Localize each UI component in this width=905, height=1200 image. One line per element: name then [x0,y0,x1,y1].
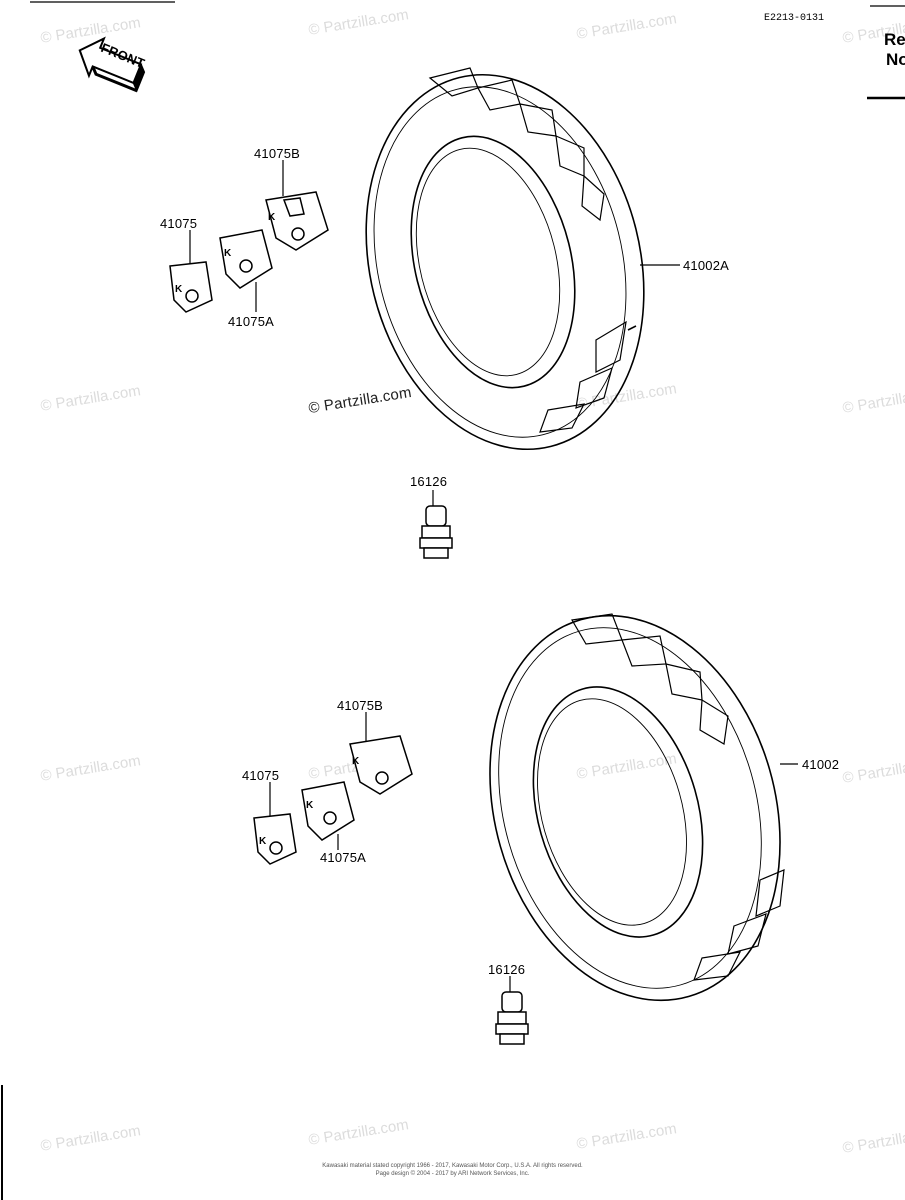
svg-text:K: K [175,284,183,295]
svg-text:K: K [306,800,314,811]
part-label-41002a[interactable]: 41002A [683,258,730,273]
tire-upper [365,67,645,451]
part-label-41002[interactable]: 41002 [802,757,840,772]
front-arrow-icon [78,36,146,93]
svg-text:K: K [224,248,232,259]
tire-lower [489,613,785,1002]
balance-weight-lower-b: K [349,735,413,795]
ref-note-line-2: No [886,50,905,69]
valve-upper [419,505,453,559]
part-label-41075a-upper[interactable]: 41075A [228,314,275,329]
balance-weight-upper: K [169,261,213,313]
part-label-41075-upper[interactable]: 41075 [160,216,198,231]
svg-text:K: K [268,212,276,223]
part-label-16126-upper[interactable]: 16126 [410,474,448,489]
part-label-41075b-lower[interactable]: 41075B [337,698,384,713]
part-label-41075-lower[interactable]: 41075 [242,768,280,783]
balance-weight-lower: K [253,813,297,865]
balance-weight-lower-a: K [301,781,355,841]
diagram-code: E2213-0131 [764,13,825,24]
balance-weight-upper-a: K [219,229,273,289]
balance-weight-upper-b: K [265,191,329,251]
valve-lower [495,991,529,1045]
part-label-41075b-upper[interactable]: 41075B [254,146,301,161]
part-label-41075a-lower[interactable]: 41075A [320,850,367,865]
ref-note-line-1: Re [884,30,905,49]
svg-text:K: K [259,836,267,847]
part-label-16126-lower[interactable]: 16126 [488,962,526,977]
svg-text:K: K [352,756,360,767]
footer-page-design: Page design © 2004 - 2017 by ARI Network… [375,1171,530,1177]
footer-copyright: Kawasaki material stated copyright 1966 … [322,1163,583,1169]
